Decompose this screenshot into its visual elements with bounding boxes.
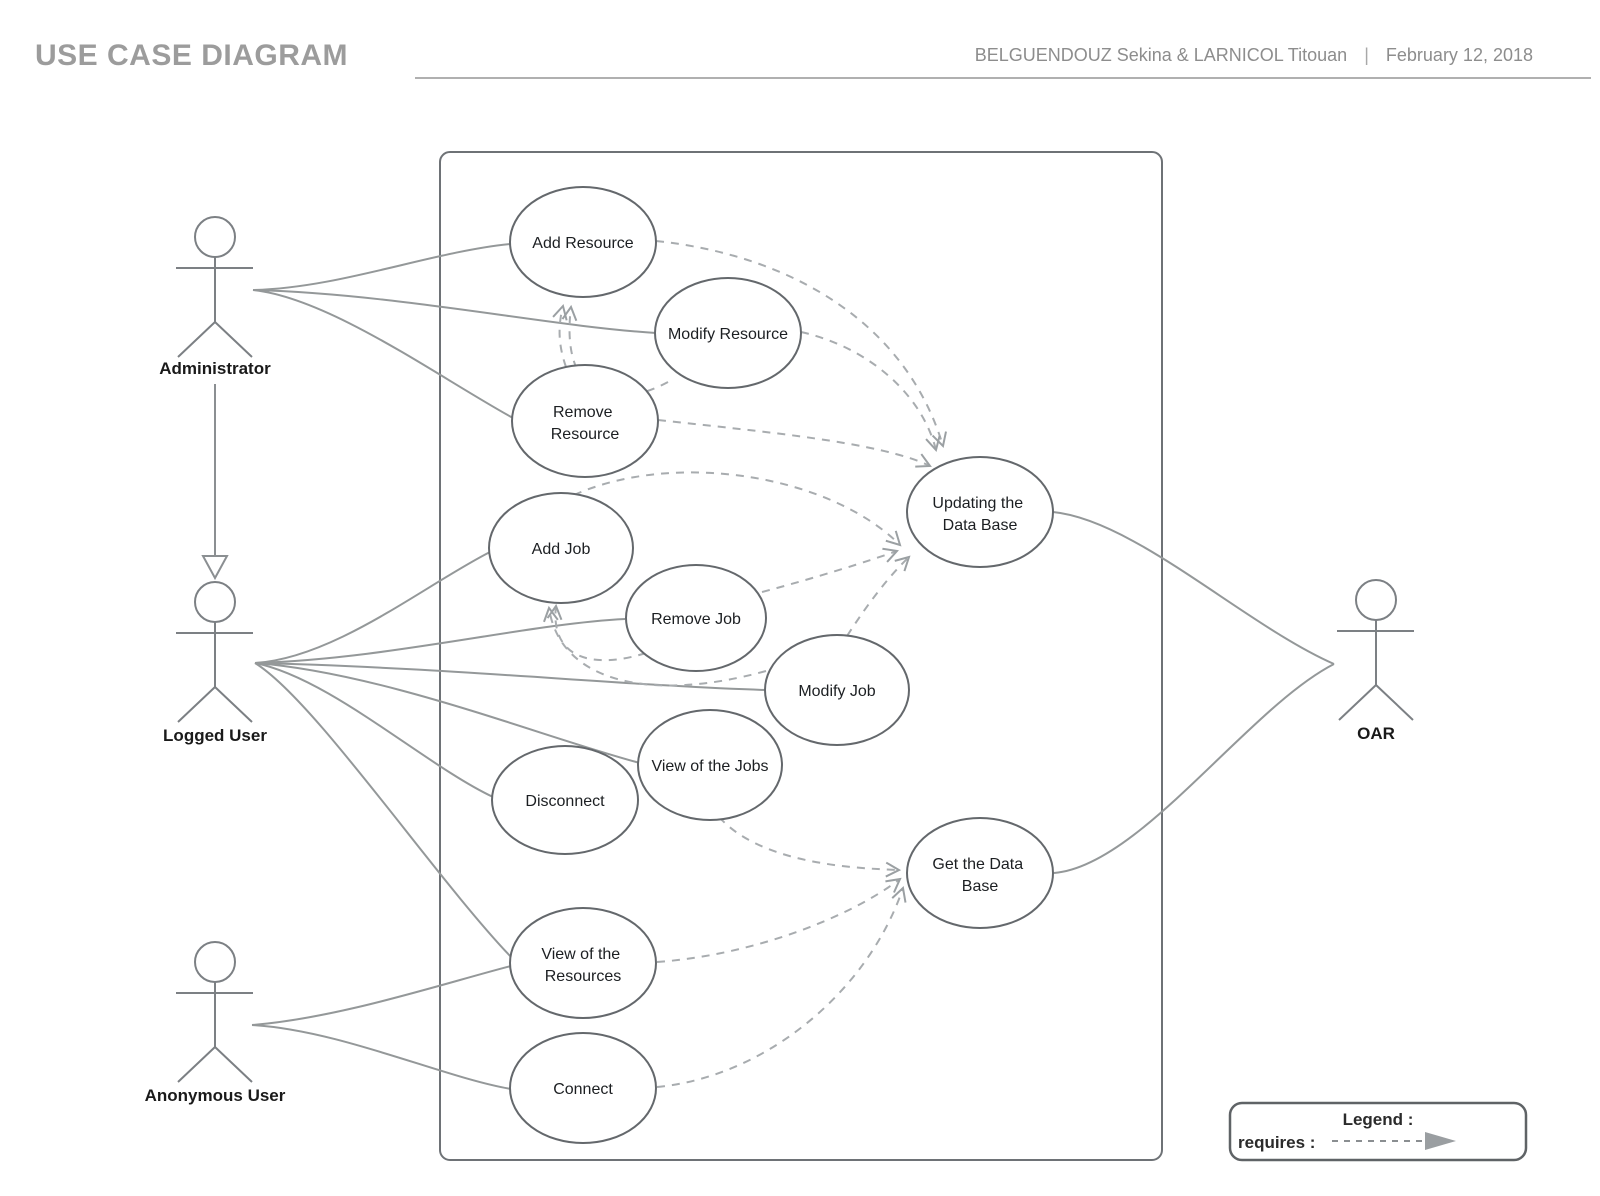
actor-logged-user-label: Logged User — [163, 726, 267, 745]
actor-logged-user-body — [176, 622, 253, 723]
association-logged-user-view-of-the-resources — [254, 662, 513, 959]
generalization-administrator-logged-user — [201, 384, 229, 581]
association-administrator-add-resource — [252, 243, 511, 291]
association-logged-user-disconnect — [254, 662, 494, 798]
actor-oar: OAR — [1337, 579, 1414, 743]
actor-administrator-body — [176, 257, 253, 358]
header-meta: BELGUENDOUZ Sekina & LARNICOL Titouan | … — [975, 45, 1533, 65]
legend-arrowhead-icon — [1425, 1132, 1456, 1150]
usecase-label-view-of-the-jobs: View of the Jobs — [651, 758, 768, 775]
requires-remove-job-add-job — [546, 603, 647, 662]
association-updating-the-data-base-oar — [1052, 511, 1335, 665]
association-administrator-modify-resource — [252, 289, 657, 334]
requires-add-job-updating-the-data-base — [573, 471, 902, 547]
legend-title: Legend : — [1343, 1110, 1414, 1129]
usecase-modify-resource: Modify Resource — [654, 277, 802, 389]
actor-administrator-head — [194, 216, 236, 258]
usecase-remove-resource: Remove Resource — [511, 364, 659, 478]
requires-edges — [543, 240, 947, 1088]
usecase-label-get-the-data-base: Get the Data Base — [932, 856, 1027, 895]
requires-modify-job-add-job — [543, 605, 767, 687]
association-logged-user-remove-job — [254, 618, 626, 664]
usecase-label-remove-resource: Remove Resource — [551, 404, 620, 443]
actor-logged-user-head — [194, 581, 236, 623]
usecase-label-remove-job: Remove Job — [651, 611, 741, 628]
requires-modify-job-updating-the-data-base — [846, 555, 911, 637]
actor-administrator-label: Administrator — [159, 359, 271, 378]
actor-logged-user: Logged User — [163, 581, 267, 745]
association-get-the-data-base-oar — [1053, 663, 1335, 874]
system-boundary — [439, 151, 1163, 1161]
usecase-updating-the-data-base: Updating the Data Base — [906, 456, 1054, 568]
legend-requires-label: requires : — [1238, 1133, 1315, 1152]
requires-view-of-the-resources-get-the-data-base — [656, 877, 902, 963]
usecase-connect: Connect — [509, 1032, 657, 1144]
legend-frame — [1228, 1101, 1528, 1162]
usecase-label-add-job: Add Job — [532, 541, 591, 558]
association-edges — [251, 243, 1335, 1090]
association-logged-user-add-job — [254, 551, 491, 664]
actor-anonymous-user-body — [176, 982, 253, 1083]
usecase-label-updating-the-data-base: Updating the Data Base — [932, 495, 1027, 534]
requires-modify-resource-updating-the-data-base — [800, 331, 941, 453]
usecase-modify-job: Modify Job — [764, 634, 910, 746]
usecase-remove-job: Remove Job — [625, 564, 767, 672]
usecase-label-modify-job: Modify Job — [798, 683, 875, 700]
page-title: USE CASE DIAGRAM — [35, 39, 348, 72]
usecase-label-add-resource: Add Resource — [532, 235, 633, 252]
requires-connect-get-the-data-base — [656, 886, 907, 1088]
usecase-label-connect: Connect — [553, 1081, 613, 1098]
actor-oar-head — [1355, 579, 1397, 621]
actor-anonymous-user-head — [194, 941, 236, 983]
association-administrator-remove-resource — [252, 289, 514, 419]
usecase-label-modify-resource: Modify Resource — [668, 326, 788, 343]
requires-view-of-the-jobs-get-the-data-base — [718, 816, 902, 878]
legend-box: Legend : requires : — [1228, 1101, 1528, 1162]
actor-oar-label: OAR — [1357, 724, 1395, 743]
actor-anonymous-user-label: Anonymous User — [145, 1086, 286, 1105]
usecase-get-the-data-base: Get the Data Base — [906, 817, 1054, 929]
requires-remove-resource-updating-the-data-base — [657, 419, 932, 468]
usecase-view-of-the-jobs: View of the Jobs — [637, 709, 783, 821]
usecase-add-job: Add Job — [488, 492, 634, 604]
usecase-disconnect: Disconnect — [491, 745, 639, 855]
actor-anonymous-user: Anonymous User — [145, 941, 286, 1105]
usecase-view-of-the-resources: View of the Resources — [509, 907, 657, 1019]
usecase-label-view-of-the-resources: View of the Resources — [541, 946, 624, 985]
association-logged-user-modify-job — [254, 662, 766, 691]
actor-oar-body — [1337, 620, 1414, 721]
usecase-add-resource: Add Resource — [509, 186, 657, 298]
actor-administrator: Administrator — [159, 216, 271, 378]
association-anonymous-user-view-of-the-resources — [251, 965, 512, 1026]
generalization-arrowhead — [201, 555, 229, 581]
requires-remove-resource-add-resource — [552, 303, 568, 368]
requires-remove-job-updating-the-data-base — [761, 547, 899, 593]
usecase-label-disconnect: Disconnect — [525, 793, 605, 810]
association-anonymous-user-connect — [251, 1024, 512, 1090]
